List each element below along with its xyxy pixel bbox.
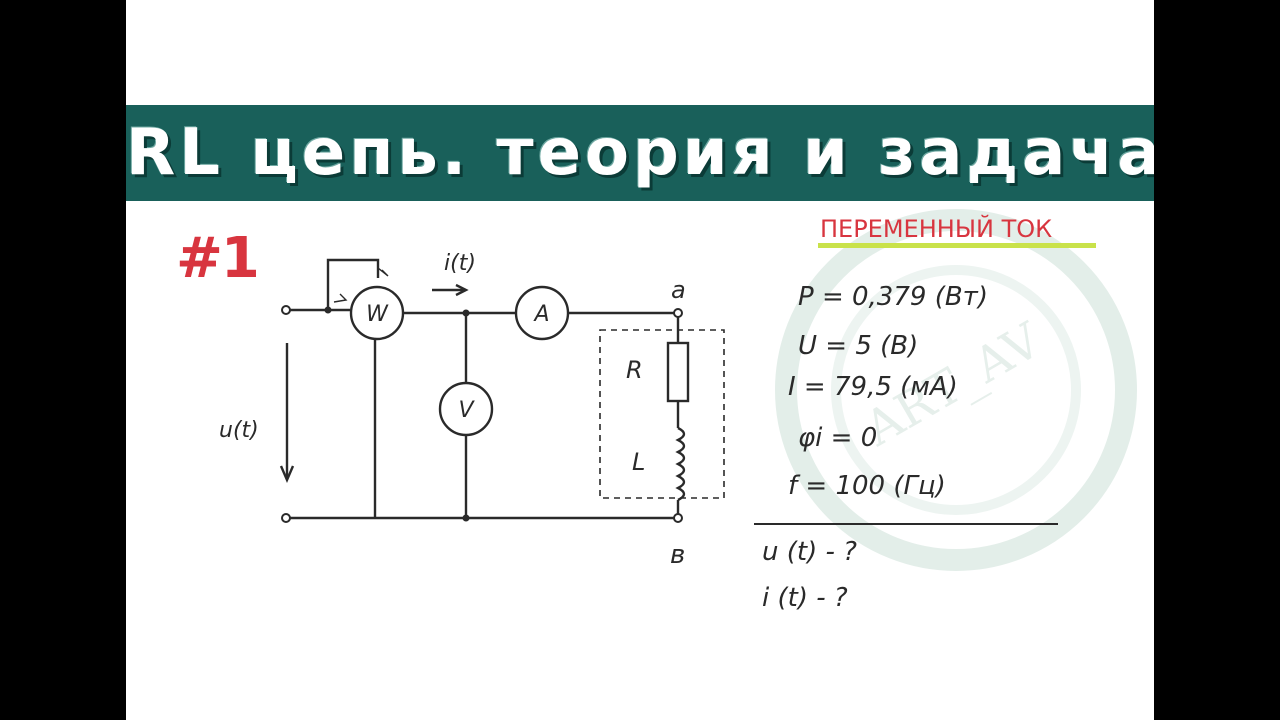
terminal-bottom (281, 513, 291, 523)
find-voltage: u (t) - ? (762, 537, 857, 567)
problem-number-badge: #1 (176, 226, 260, 291)
current-arrowhead (455, 283, 469, 297)
given-phase: φi = 0 (798, 423, 877, 453)
terminal-top (281, 305, 291, 315)
voltmeter-label: V (458, 398, 475, 423)
title-banner: RL цепь. теория и задача (126, 105, 1154, 201)
wattmeter-coil-link (326, 258, 380, 310)
voltmeter-icon (438, 381, 494, 437)
resistor (666, 341, 690, 403)
wattmeter-icon (349, 285, 405, 341)
voltage-label: u(t) (219, 418, 259, 443)
given-frequency: f = 100 (Гц) (788, 471, 946, 501)
voltage-arrowhead (279, 465, 295, 484)
find-current: i (t) - ? (762, 583, 848, 613)
coil-arrow-icon (333, 293, 348, 303)
junction-dot (324, 306, 332, 314)
slide: ART_AV RL цепь. теория и задача #1 ПЕРЕМ… (126, 0, 1154, 720)
current-label: i(t) (444, 251, 476, 276)
node-b-label: в (670, 540, 685, 570)
node-a-label: a (671, 276, 686, 304)
ammeter-icon (514, 285, 570, 341)
given-voltage: U = 5 (В) (798, 331, 918, 361)
given-power: P = 0,379 (Вт) (798, 282, 988, 312)
page-title: RL цепь. теория и задача (126, 116, 1154, 190)
coil-arrow-icon (377, 267, 389, 277)
circuit-diagram: W A V i(t) u(t) a в R L P = 0,379 (Вт) U… (219, 251, 1058, 613)
node-b-dot (673, 513, 683, 523)
inductor-label: L (632, 448, 645, 476)
wattmeter-label: W (366, 302, 389, 327)
node-a-dot (673, 308, 683, 318)
inductor-coil (675, 426, 686, 502)
watermark: ART_AV (775, 209, 1137, 571)
subtitle-underline (818, 243, 1096, 248)
ammeter-label: A (532, 302, 549, 327)
topic-subtitle: ПЕРЕМЕННЫЙ ТОК (820, 215, 1053, 243)
given-current: I = 79,5 (мА) (788, 372, 958, 402)
junction-dot (462, 309, 470, 317)
junction-dot (462, 514, 470, 522)
load-boundary-dashed (599, 329, 725, 499)
resistor-label: R (626, 356, 643, 384)
